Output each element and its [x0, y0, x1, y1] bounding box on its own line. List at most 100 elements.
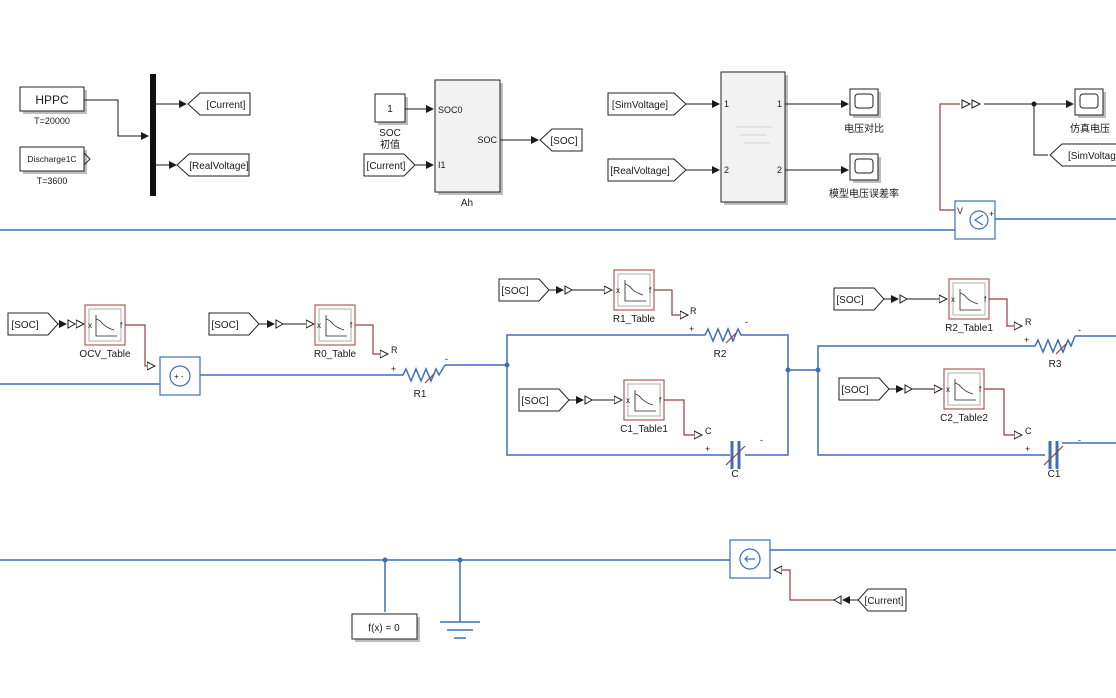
ocv-f: f	[120, 321, 123, 330]
from-soc-c2[interactable]: [SOC]	[838, 377, 890, 401]
from-soc-c2-text: [SOC]	[841, 385, 868, 396]
r1-minus: -	[445, 354, 448, 364]
scope3-label: 仿真电压	[1070, 122, 1110, 135]
electrical-reference-ground[interactable]	[440, 621, 480, 639]
c1t-x: x	[626, 396, 630, 405]
c2-lookup-table[interactable]: x f C2_Table2	[940, 368, 988, 424]
scope2-label: 模型电压误差率	[829, 187, 899, 200]
from-soc-c1[interactable]: [SOC]	[518, 388, 570, 412]
r0-lookup-table[interactable]: x f R0_Table	[314, 304, 357, 360]
sensor-v-label: V	[957, 206, 963, 216]
r1-lookup-table[interactable]: x f R1_Table	[613, 269, 656, 325]
discharge-label: Discharge1C	[27, 154, 76, 164]
solver-label: f(x) = 0	[368, 623, 400, 634]
sim-voltage-scope[interactable]: 仿真电压	[1070, 88, 1110, 135]
capacitor-c1[interactable]: C + - C1	[1025, 426, 1081, 480]
r2-lookup-table[interactable]: x f R2_Table1	[945, 278, 993, 334]
c1t-f: f	[659, 396, 662, 405]
goto-real-voltage-text: [RealVoltage]	[189, 161, 249, 172]
r2-port-r: R	[690, 306, 697, 316]
r1-label: R1	[414, 389, 427, 400]
capacitor-c[interactable]: C + - C	[705, 426, 763, 480]
from-soc-r1[interactable]: [SOC]	[498, 278, 550, 302]
r1t-x: x	[616, 286, 620, 295]
from-soc-r1-text: [SOC]	[501, 286, 528, 297]
voltage-compare-scope[interactable]: 电压对比	[844, 88, 884, 135]
c1-label: C1	[1048, 469, 1061, 480]
compare-out1: 1	[777, 99, 782, 109]
r0-f: f	[350, 321, 353, 330]
c-label: C	[731, 469, 738, 480]
r2t-x: x	[951, 295, 955, 304]
r1-plus: +	[391, 364, 396, 374]
ah-port-soc: SOC	[477, 135, 497, 145]
hppc-signal-block[interactable]: HPPC T=20000	[19, 86, 87, 126]
sensor-plus: +	[989, 209, 994, 219]
hppc-label: HPPC	[35, 93, 69, 107]
ocv-lookup-table[interactable]: x f OCV_Table	[79, 304, 131, 360]
compare-in1: 1	[724, 99, 729, 109]
soc-const-label: SOC	[379, 128, 401, 139]
from-sim-voltage-text: [SimVoltage]	[612, 100, 668, 111]
compare-preview	[736, 126, 772, 144]
voltage-sensor[interactable]: V +	[954, 200, 996, 240]
hppc-param: T=20000	[34, 116, 70, 126]
soc-const-label-cn: 初值	[380, 138, 400, 151]
r2-table-label: R2_Table1	[945, 323, 993, 334]
resistor-r3[interactable]: R + - R3	[1024, 317, 1081, 370]
soc-initial-constant[interactable]: 1 SOC 初值	[374, 93, 408, 151]
controlled-current-source[interactable]	[729, 539, 771, 579]
from-current-tag[interactable]: [Current]	[363, 153, 416, 177]
goto-current-tag[interactable]: [Current]	[187, 92, 251, 116]
demux-block[interactable]	[150, 74, 156, 196]
from-soc-ocv[interactable]: [SOC]	[7, 312, 59, 336]
r1t-f: f	[649, 286, 652, 295]
ah-port-i1: I1	[438, 160, 446, 170]
compare-out2: 2	[777, 165, 782, 175]
from-current-text: [Current]	[367, 161, 406, 172]
c1-lookup-table[interactable]: x f C1_Table1	[620, 379, 668, 435]
r2t-f: f	[984, 295, 987, 304]
goto-soc-tag[interactable]: [SOC]	[539, 128, 583, 152]
from-soc-r0[interactable]: [SOC]	[208, 312, 260, 336]
ah-label: Ah	[461, 198, 473, 209]
c1-table-label: C1_Table1	[620, 424, 668, 435]
r3-minus: -	[1078, 325, 1081, 335]
goto-current-text: [Current]	[207, 100, 246, 111]
voltage-compare-subsystem[interactable]: 1 2 1 2	[720, 71, 788, 205]
c2t-f: f	[979, 385, 982, 394]
from-real-voltage-tag[interactable]: [RealVoltage]	[607, 158, 687, 182]
c2t-x: x	[946, 385, 950, 394]
discharge-param: T=3600	[37, 176, 68, 186]
from-sim-voltage-tag[interactable]: [SimVoltage]	[607, 92, 687, 116]
ocv-x: x	[88, 321, 92, 330]
soc-const-value: 1	[387, 104, 393, 115]
resistor-r1[interactable]: R + - R1	[391, 345, 448, 400]
vsrc-plus-minus: + -	[174, 372, 184, 381]
goto-soc-text: [SOC]	[550, 136, 577, 147]
error-rate-scope[interactable]: 模型电压误差率	[829, 153, 899, 200]
compare-in2: 2	[724, 165, 729, 175]
r0-table-label: R0_Table	[314, 349, 357, 360]
discharge-signal-block[interactable]: Discharge1C T=3600	[19, 146, 91, 186]
ah-integrator-subsystem[interactable]: SOC0 I1 SOC Ah	[434, 79, 503, 209]
from-soc-ocv-text: [SOC]	[11, 320, 38, 331]
c-minus: -	[760, 435, 763, 445]
c2-table-label: C2_Table2	[940, 413, 988, 424]
from-current-source-text: [Current]	[865, 596, 904, 607]
resistor-r2[interactable]: R + - R2	[689, 306, 748, 360]
goto-sim-voltage-tag[interactable]: [SimVoltage]	[1049, 143, 1116, 167]
from-soc-r2[interactable]: [SOC]	[833, 287, 885, 311]
c1-port-c: C	[1025, 426, 1032, 436]
r2-label: R2	[714, 349, 727, 360]
from-soc-r0-text: [SOC]	[211, 320, 238, 331]
goto-real-voltage-tag[interactable]: [RealVoltage]	[176, 153, 250, 177]
controlled-voltage-source[interactable]: + -	[159, 356, 201, 396]
from-current-source-tag[interactable]: [Current]	[857, 588, 907, 612]
solver-configuration[interactable]: f(x) = 0	[351, 613, 420, 642]
r3-port-r: R	[1025, 317, 1032, 327]
c-plus: +	[705, 444, 710, 454]
r2-plus: +	[689, 324, 694, 334]
c1-minus: -	[1078, 435, 1081, 445]
